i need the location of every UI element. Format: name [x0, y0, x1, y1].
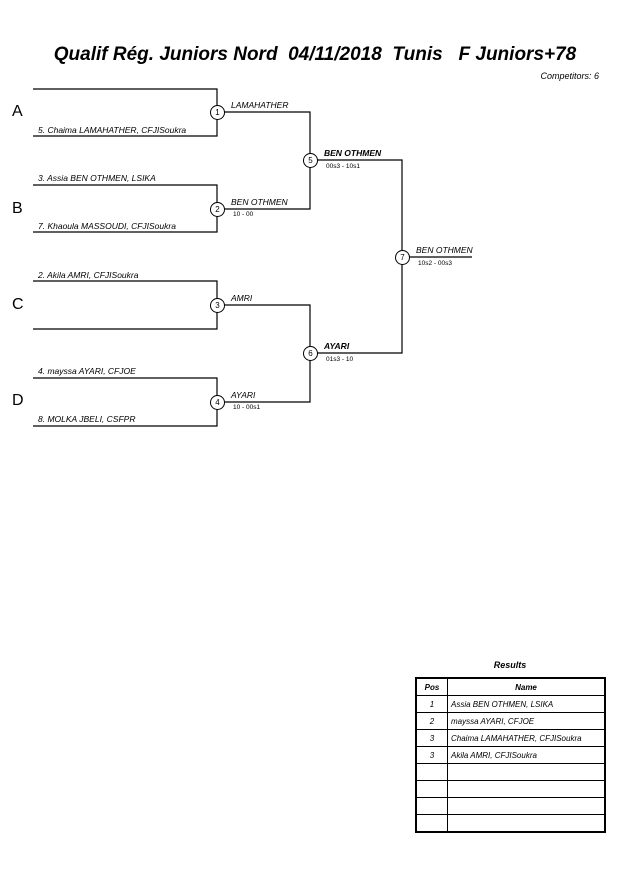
match-winner-2: BEN OTHMEN: [231, 197, 288, 207]
competitors-count: Competitors: 6: [540, 71, 599, 81]
match-score-2: 10 - 00: [233, 211, 254, 218]
match-winner-7: BEN OTHMEN: [416, 245, 473, 255]
entry-c-top: 2. Akila AMRI, CFJISoukra: [38, 270, 139, 280]
results-name: mayssa AYARI, CFJOE: [447, 712, 606, 730]
match-winner-5: BEN OTHMEN: [324, 148, 382, 158]
match-score-6: 01s3 - 10: [326, 356, 354, 363]
bracket-line-c: [33, 280, 218, 330]
entry-a-bottom: 5. Chaima LAMAHATHER, CFJISoukra: [38, 125, 187, 135]
match-number-5: 5: [303, 153, 318, 168]
results-name: Akila AMRI, CFJISoukra: [447, 746, 606, 764]
results-pos: [415, 780, 448, 798]
results-header-row: Pos Name: [415, 677, 606, 696]
results-name: Assia BEN OTHMEN, LSIKA: [447, 695, 606, 713]
results-header-name: Name: [447, 677, 606, 696]
match-score-4: 10 - 00s1: [233, 404, 261, 411]
pool-label-d: D: [12, 392, 24, 409]
results-name: [447, 814, 606, 833]
bracket-line-m2: [217, 160, 311, 210]
bracket-line-m1: [217, 111, 311, 160]
pool-label-b: B: [12, 200, 23, 217]
results-name: [447, 780, 606, 798]
bracket-line-m4: [217, 353, 311, 403]
pool-label-c: C: [12, 296, 24, 313]
entry-b-bottom: 7. Khaoula MASSOUDI, CFJISoukra: [38, 221, 176, 231]
results-pos: 1: [415, 695, 448, 713]
match-number-6: 6: [303, 346, 318, 361]
results-row: [415, 797, 606, 815]
pool-label-a: A: [12, 103, 23, 120]
entry-b-top: 3. Assia BEN OTHMEN, LSIKA: [38, 173, 156, 183]
results-row: [415, 780, 606, 798]
entry-d-top: 4. mayssa AYARI, CFJOE: [38, 366, 136, 376]
entry-d-bottom: 8. MOLKA JBELI, CSFPR: [38, 414, 136, 424]
results-row: [415, 814, 606, 833]
match-score-5: 00s3 - 10s1: [326, 163, 360, 170]
bracket-line-m6: [310, 257, 403, 354]
results-pos: [415, 814, 448, 833]
match-winner-3: AMRI: [231, 293, 253, 303]
results-pos: [415, 797, 448, 815]
match-number-3: 3: [210, 298, 225, 313]
match-number-2: 2: [210, 202, 225, 217]
results-pos: [415, 763, 448, 781]
match-number-4: 4: [210, 395, 225, 410]
match-winner-6: AYARI: [324, 341, 350, 351]
results-row: [415, 763, 606, 781]
results-pos: 3: [415, 746, 448, 764]
bracket-line-m3: [217, 304, 311, 353]
match-score-7: 10s2 - 00s3: [418, 260, 452, 267]
results-name: [447, 797, 606, 815]
page-title: Qualif Rég. Juniors Nord 04/11/2018 Tuni…: [53, 44, 577, 65]
match-number-1: 1: [210, 105, 225, 120]
match-winner-4: AYARI: [231, 390, 256, 400]
results-name: [447, 763, 606, 781]
results-pos: 3: [415, 729, 448, 747]
match-number-7: 7: [395, 250, 410, 265]
results-title: Results: [493, 660, 527, 670]
results-header-pos: Pos: [415, 677, 448, 696]
bracket-line-m5: [310, 159, 403, 257]
match-winner-1: LAMAHATHER: [231, 100, 289, 110]
results-name: Chaima LAMAHATHER, CFJISoukra: [447, 729, 606, 747]
results-pos: 2: [415, 712, 448, 730]
